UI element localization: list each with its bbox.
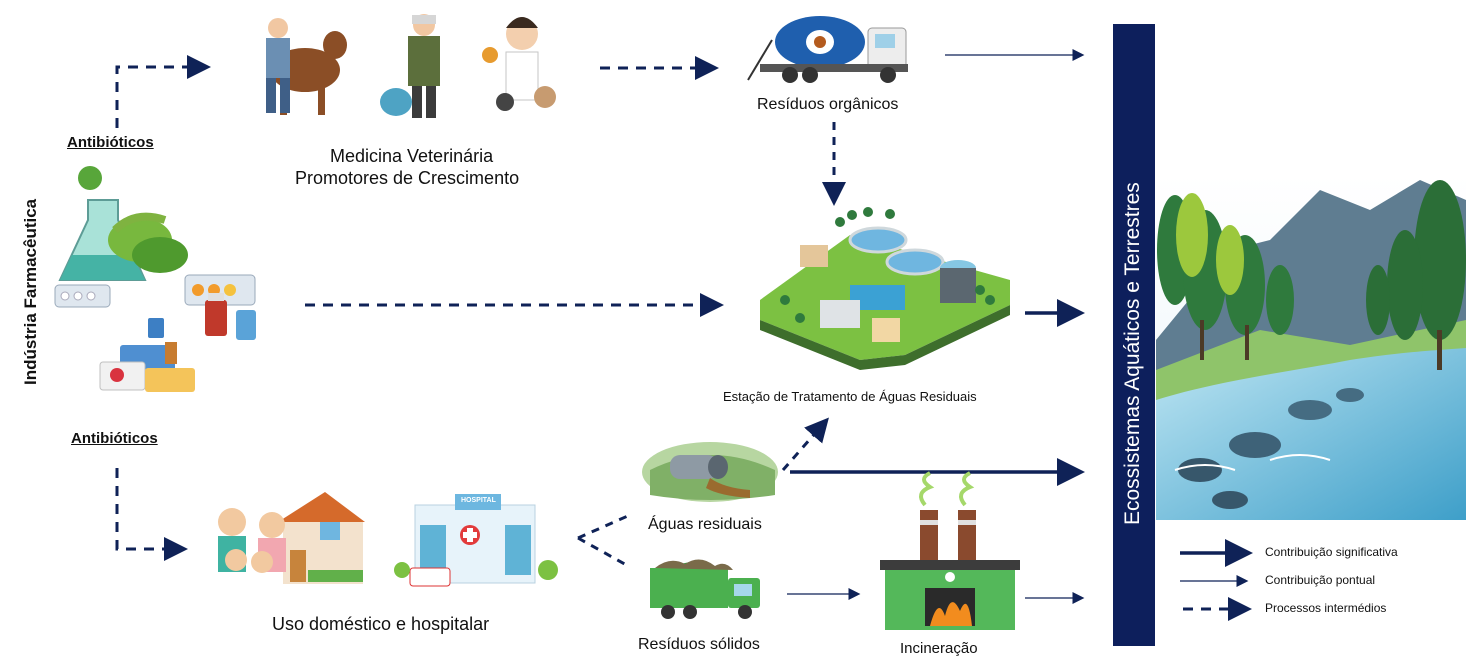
household-illustration	[218, 492, 365, 584]
hospital-sign-text: HOSPITAL	[461, 497, 496, 504]
ecosystems-banner	[1113, 24, 1155, 646]
arrow-wastewater-to-wwtp	[781, 417, 829, 471]
solid-waste-label: Resíduos sólidos	[638, 636, 760, 653]
veterinary-illustration	[266, 14, 556, 118]
arrows	[115, 49, 1085, 604]
legend-label-intermedios: Processos intermédios	[1265, 601, 1387, 615]
domestic-hospital-label: Uso doméstico e hospitalar	[272, 614, 490, 634]
arrow-domestic-to-wastewater	[577, 513, 631, 540]
arrow-industry-to-veterinary	[115, 55, 211, 128]
pharma-illustration	[54, 166, 256, 392]
legend	[1180, 539, 1253, 621]
wastewater-label: Águas residuais	[648, 516, 762, 533]
industry-label: Indústria Farmacêutica	[21, 198, 40, 385]
ecosystems-label: Ecossistemas Aquáticos e Terrestres	[1121, 182, 1144, 525]
wwtp-label: Estação de Tratamento de Águas Residuais	[723, 389, 977, 404]
antibiotics-bottom-label: Antibióticos	[71, 430, 158, 447]
garbage-truck-illustration	[650, 559, 760, 619]
landscape-illustration	[1156, 175, 1466, 520]
tanker-truck-illustration	[747, 16, 908, 83]
wwtp-illustration	[760, 207, 1010, 370]
hospital-illustration	[394, 494, 558, 587]
arrow-domestic-to-solid-waste	[577, 536, 631, 569]
legend-label-pontual: Contribuição pontual	[1265, 573, 1376, 587]
veterinary-label-line2: Promotores de Crescimento	[295, 168, 520, 188]
incinerator-illustration	[880, 471, 1020, 630]
incineration-label: Incineração	[900, 640, 978, 657]
organic-waste-label: Resíduos orgânicos	[757, 96, 899, 113]
wastewater-illustration	[642, 442, 778, 502]
arrow-industry-to-domestic	[115, 468, 188, 561]
antibiotics-top-label: Antibióticos	[67, 134, 154, 151]
veterinary-label-line1: Medicina Veterinária	[330, 146, 494, 166]
legend-label-significant: Contribuição significativa	[1265, 545, 1398, 559]
